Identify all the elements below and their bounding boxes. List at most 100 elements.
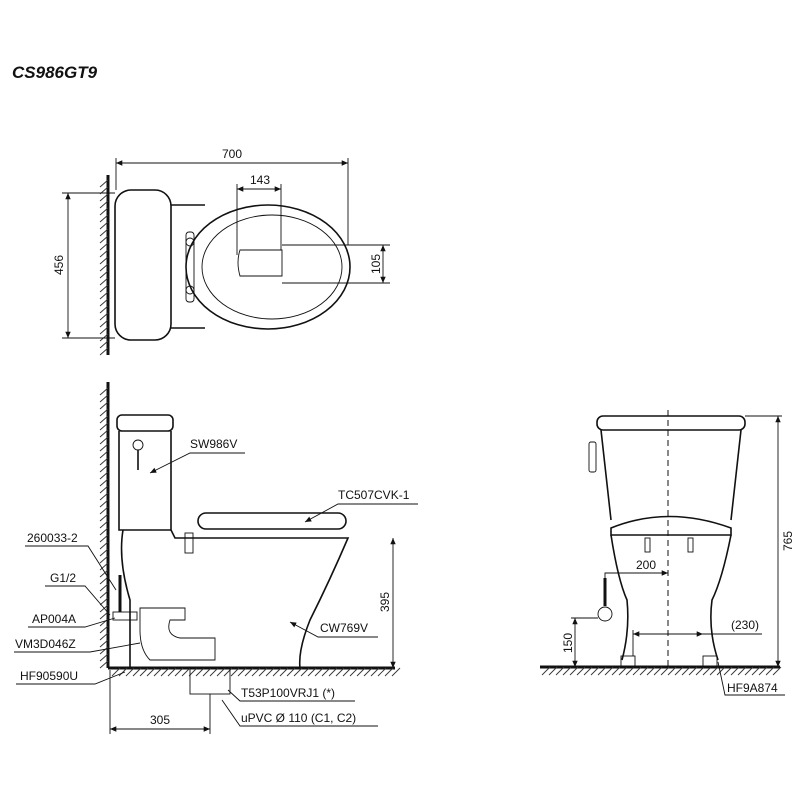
hatch-line: [99, 492, 109, 501]
top-view: 700 143 456 105: [52, 147, 390, 356]
hatch-line: [349, 667, 359, 677]
hatch-line: [356, 667, 366, 677]
hatch-line: [286, 667, 296, 677]
hatch-line: [99, 284, 109, 293]
leader-line: [14, 642, 141, 653]
hinge-bolt-icon: [185, 237, 195, 247]
leader-line: [149, 452, 245, 474]
hatch-line: [772, 666, 782, 676]
hatch-line: [99, 235, 109, 244]
label-hose: 260033-2: [27, 531, 78, 545]
tank-lid-front: [596, 415, 746, 431]
hatch-line: [646, 666, 656, 676]
hatch-line: [99, 340, 109, 349]
hatch-line: [555, 666, 565, 676]
hatch-line: [99, 499, 109, 508]
hatch-line: [541, 666, 551, 676]
hatch-line: [244, 667, 254, 677]
hatch-line: [99, 305, 109, 314]
label-lever: SW986V: [190, 437, 237, 451]
hatch-line: [99, 401, 109, 410]
hatch-line: [99, 242, 109, 251]
bowl-outline: [120, 529, 350, 669]
dim-200-line: [604, 570, 668, 578]
hatch-line: [363, 667, 373, 677]
leader-line: [717, 661, 785, 696]
hatch-line: [99, 555, 109, 564]
tank-body-front: [600, 429, 742, 521]
hatch-line: [99, 646, 109, 655]
seat-side: [197, 512, 347, 530]
tank-body: [118, 431, 172, 531]
dim-rough-in: 305: [150, 713, 170, 727]
hatch-line: [99, 319, 109, 328]
hatch-line: [618, 666, 628, 676]
hatch-line: [328, 667, 338, 677]
tank-lid: [116, 414, 174, 432]
hatch-line: [307, 667, 317, 677]
hatch-line: [632, 666, 642, 676]
leader-line: [227, 689, 355, 702]
hatch-line: [99, 263, 109, 272]
dim-bolt-spacing: (230): [731, 618, 759, 632]
hatch-line: [99, 485, 109, 494]
hatch-line: [765, 666, 775, 676]
hatch-line: [744, 666, 754, 676]
hatch-line: [230, 667, 240, 677]
hatch-line: [99, 450, 109, 459]
hatch-line: [99, 193, 109, 202]
hatch-line: [99, 562, 109, 571]
tank-top: [114, 189, 172, 341]
leader-line: [25, 545, 117, 591]
hatch-line: [99, 249, 109, 258]
hatch-line: [99, 576, 109, 585]
hatch-line: [751, 666, 761, 676]
label-bolts: HF9A874: [727, 681, 778, 695]
hatch-line: [99, 625, 109, 634]
hatch-line: [153, 667, 163, 677]
hatch-line: [223, 667, 233, 677]
supply-valve-icon: [597, 606, 613, 622]
hatch-line: [99, 548, 109, 557]
seat-front: [610, 515, 732, 536]
hatch-line: [99, 457, 109, 466]
hatch-line: [653, 666, 663, 676]
hatch-line: [99, 471, 109, 480]
trapway: [139, 607, 216, 661]
leader-line: [304, 503, 418, 523]
hatch-line: [99, 653, 109, 662]
hatch-line: [216, 667, 226, 677]
hatch-line: [99, 207, 109, 216]
hatch-line: [99, 214, 109, 223]
tank-to-bowl-outline: [171, 204, 205, 329]
hatch-line: [99, 270, 109, 279]
hatch-line: [99, 513, 109, 522]
hatch-line: [384, 667, 394, 677]
hatch-line: [99, 394, 109, 403]
hatch-line: [590, 666, 600, 676]
label-bowl: CW769V: [320, 621, 368, 635]
leader-line: [16, 671, 126, 685]
hatch-line: [99, 298, 109, 307]
hatch-line: [702, 666, 712, 676]
hatch-line: [562, 666, 572, 676]
hatch-line: [181, 667, 191, 677]
hatch-line: [209, 667, 219, 677]
floor-bolt: [620, 655, 636, 668]
dim-seat-height: 395: [378, 592, 392, 612]
hatch-line: [688, 666, 698, 676]
leader-line: [221, 699, 378, 727]
hatch-line: [146, 667, 156, 677]
label-seat: TC507CVK-1: [338, 488, 410, 502]
dim-offset: 105: [369, 254, 383, 274]
hatch-line: [195, 667, 205, 677]
floor-flange: [189, 667, 231, 695]
hatch-line: [99, 415, 109, 424]
hatch-line: [667, 666, 677, 676]
hatch-line: [99, 387, 109, 396]
hinge-bolt: [687, 537, 694, 553]
wall-hatching: [99, 179, 109, 356]
hatch-line: [625, 666, 635, 676]
